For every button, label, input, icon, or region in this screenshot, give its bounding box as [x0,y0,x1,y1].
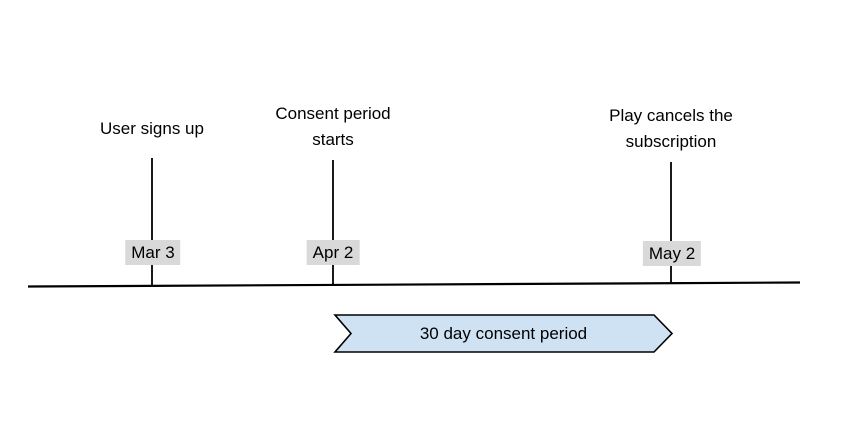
event-label-play-cancels-subscription: Play cancels the subscription [609,106,733,151]
consent-period-arrow-shape [333,314,674,353]
event-label-consent-period-starts: Consent period starts [275,104,391,149]
date-label-mar-3: Mar 3 [125,240,181,265]
event-label-user-signs-up: User signs up [100,119,204,138]
date-label-apr-2: Apr 2 [306,240,360,265]
consent-period-banner-label: 30 day consent period [419,323,588,343]
date-label-may-2: May 2 [642,241,702,266]
timeline-axis-line [27,281,801,288]
